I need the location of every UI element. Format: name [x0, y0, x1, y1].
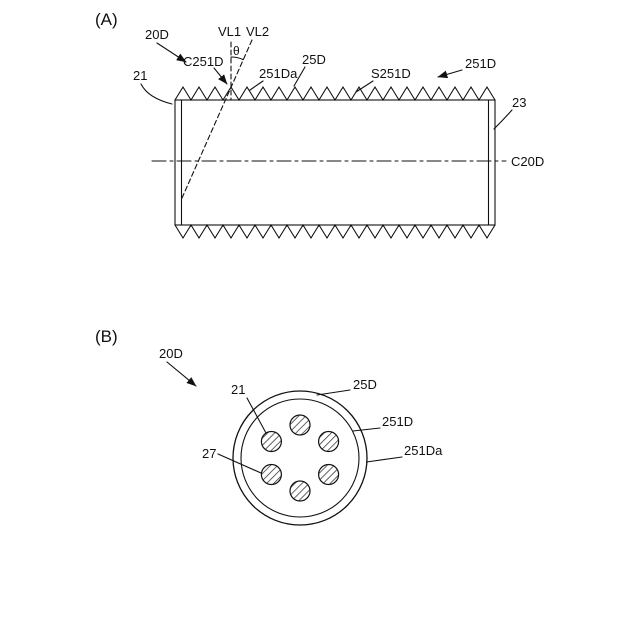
label-251da-b: 251Da [404, 443, 443, 458]
leader-c251d [213, 67, 228, 85]
label-23: 23 [512, 95, 526, 110]
teeth-bottom-row [174, 223, 496, 240]
label-c20d: C20D [511, 154, 544, 169]
hole-circle [318, 430, 340, 453]
leader-20d-b [166, 361, 197, 387]
hole-circle [260, 430, 282, 453]
label-251d-a: 251D [465, 56, 496, 71]
label-251d-b: 251D [382, 414, 413, 429]
label-27: 27 [202, 446, 216, 461]
label-c251d: C251D [183, 54, 223, 69]
label-20d-b: 20D [159, 346, 183, 361]
inner-circle [240, 398, 360, 518]
leader-251d-a [437, 69, 463, 79]
leader-27 [217, 453, 262, 474]
leader-21-a [140, 83, 173, 105]
theta-arc [230, 56, 244, 61]
teeth-top-row [174, 85, 496, 102]
label-25d-a: 25D [302, 52, 326, 67]
vl2-line [181, 39, 253, 199]
outer-circle [232, 390, 368, 526]
holes-group [260, 414, 340, 502]
hole-circle [260, 463, 282, 486]
hole-circle [318, 463, 340, 486]
figure-a: (A) 20D VL1 VL2 θ C251D 251Da 25D S251D … [95, 10, 544, 240]
label-vl2: VL2 [246, 24, 269, 39]
leader-20d-a [156, 42, 187, 63]
figure-a-label: (A) [95, 10, 118, 29]
label-vl1: VL1 [218, 24, 241, 39]
figure-b: (B) 20D 21 25D 251D 251Da 27 [95, 327, 443, 526]
label-21-b: 21 [231, 382, 245, 397]
label-20d-a: 20D [145, 27, 169, 42]
leader-21-b [246, 397, 267, 434]
leader-25d-a [293, 66, 306, 87]
label-s251d: S251D [371, 66, 411, 81]
leader-251d-b [352, 427, 381, 432]
leader-s251d [355, 80, 374, 93]
leader-23 [493, 109, 513, 130]
label-251da-a: 251Da [259, 66, 298, 81]
label-25d-b: 25D [353, 377, 377, 392]
figure-b-label: (B) [95, 327, 118, 346]
leader-25d-b [316, 389, 351, 396]
leader-251da-a [249, 80, 264, 91]
hole-circle [289, 414, 311, 436]
leader-251da-b [365, 456, 403, 463]
hole-circle [289, 480, 311, 502]
label-theta: θ [233, 44, 240, 58]
tube-body [174, 99, 496, 226]
label-21-a: 21 [133, 68, 147, 83]
